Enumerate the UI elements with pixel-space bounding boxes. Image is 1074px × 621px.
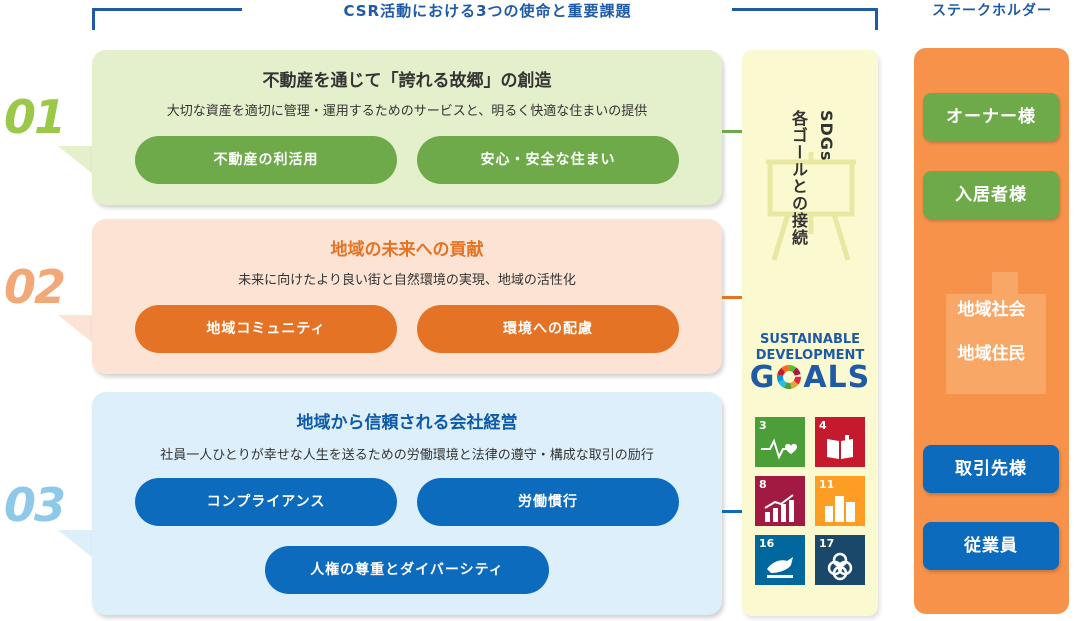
card-tail-01 <box>58 146 98 178</box>
issue-compliance: コンプライアンス <box>135 478 397 526</box>
sdg-goal-11-number: 11 <box>819 478 835 491</box>
header-bracket-left-horizontal <box>92 8 242 11</box>
mission-card-03: 地域から信頼される会社経営 社員一人ひとりが幸せな人生を送るための労働環境と法律… <box>92 392 722 615</box>
sdg-logo-g: G <box>749 360 776 395</box>
stakeholder-title: ステークホルダー <box>932 3 1052 19</box>
sdg-goal-3-number: 3 <box>759 419 767 432</box>
issue-real-estate-utilization: 不動産の利活用 <box>135 136 397 184</box>
header-bracket-left-vertical <box>92 8 95 30</box>
diagram-title: CSR活動における3つの使命と重要課題 <box>343 2 632 20</box>
stakeholder-local-society: 地域社会 <box>957 300 1026 320</box>
sdg-goal-17-tile: 17 <box>815 535 865 585</box>
mission-title-01: 不動産を通じて「誇れる故郷」の創造 <box>262 71 552 91</box>
issue-safe-housing: 安心・安全な住まい <box>417 136 679 184</box>
card-tail-02 <box>58 315 98 347</box>
mission-card-01: 不動産を通じて「誇れる故郷」の創造 大切な資産を適切に管理・運用するためのサービ… <box>92 50 722 205</box>
sdg-logo-development: DEVELOPMENT <box>755 348 865 363</box>
sdg-wheel-icon <box>777 365 802 389</box>
mission-subtitle-03: 社員一人ひとりが幸せな人生を送るための労働環境と法律の遵守・構成な取引の励行 <box>160 448 654 463</box>
sdg-goal-11-tile: 11 <box>815 476 865 526</box>
sdg-goal-4-number: 4 <box>819 419 827 432</box>
mission-number-02: 02 <box>4 260 66 314</box>
sdg-logo-als: ALS <box>803 360 871 395</box>
stakeholder-business-partners: 取引先様 <box>923 445 1059 493</box>
sdg-logo-sustainable: SUSTAINABLE <box>759 332 861 347</box>
sdg-vertical-label-1: SDGs <box>817 110 836 162</box>
mission-subtitle-01: 大切な資産を適切に管理・運用するためのサービスと、明るく快適な住まいの提供 <box>166 104 648 119</box>
sdg-goal-16-tile: 16 <box>755 535 805 585</box>
sdg-vertical-label-2: 各ゴールとの接続 <box>789 110 808 246</box>
book-icon <box>827 435 853 459</box>
connector-mission-01 <box>722 130 742 133</box>
sdg-goal-8-number: 8 <box>759 478 767 491</box>
sdg-logo-goals: G ALS <box>742 360 878 396</box>
stakeholder-owners: オーナー様 <box>923 93 1059 141</box>
issue-local-community: 地域コミュニティ <box>135 305 397 353</box>
mission-number-03: 03 <box>4 478 66 532</box>
sdg-column: SDGs 各ゴールとの接続 SUSTAINABLE DEVELOPMENT G … <box>742 50 878 616</box>
partnership-icon <box>827 552 853 581</box>
header-bracket-right-horizontal <box>732 8 878 11</box>
stakeholder-employees: 従業員 <box>923 522 1059 570</box>
city-icon <box>825 496 855 522</box>
mission-subtitle-02: 未来に向けたより良い街と自然環境の実現、地域の活性化 <box>238 273 576 288</box>
card-tail-03 <box>58 530 98 562</box>
stakeholder-residents: 入居者様 <box>923 171 1059 219</box>
header-bracket-right-vertical <box>875 8 878 30</box>
sdg-goal-16-number: 16 <box>759 537 775 550</box>
connector-mission-03 <box>722 510 742 513</box>
sdg-goal-4-tile: 4 <box>815 417 865 467</box>
sdg-goal-3-tile: 3 <box>755 417 805 467</box>
growth-chart-icon <box>764 494 794 522</box>
building-icon <box>946 272 1046 394</box>
mission-title-02: 地域の未来への貢献 <box>330 240 484 260</box>
sdg-goal-17-number: 17 <box>819 537 835 550</box>
sdg-goal-8-tile: 8 <box>755 476 805 526</box>
presentation-board-icon <box>766 152 856 261</box>
issue-environmental-care: 環境への配慮 <box>417 305 679 353</box>
issue-labor-practices: 労働慣行 <box>417 478 679 526</box>
mission-card-02: 地域の未来への貢献 未来に向けたより良い街と自然環境の実現、地域の活性化 地域コ… <box>92 219 722 374</box>
stakeholder-local-residents: 地域住民 <box>957 344 1026 364</box>
mission-title-03: 地域から信頼される会社経営 <box>296 413 518 433</box>
connector-mission-02 <box>722 296 742 299</box>
issue-human-rights-diversity: 人権の尊重とダイバーシティ <box>265 546 549 594</box>
mission-number-01: 01 <box>4 90 66 144</box>
heartbeat-icon <box>761 438 797 460</box>
dove-icon <box>767 557 793 578</box>
